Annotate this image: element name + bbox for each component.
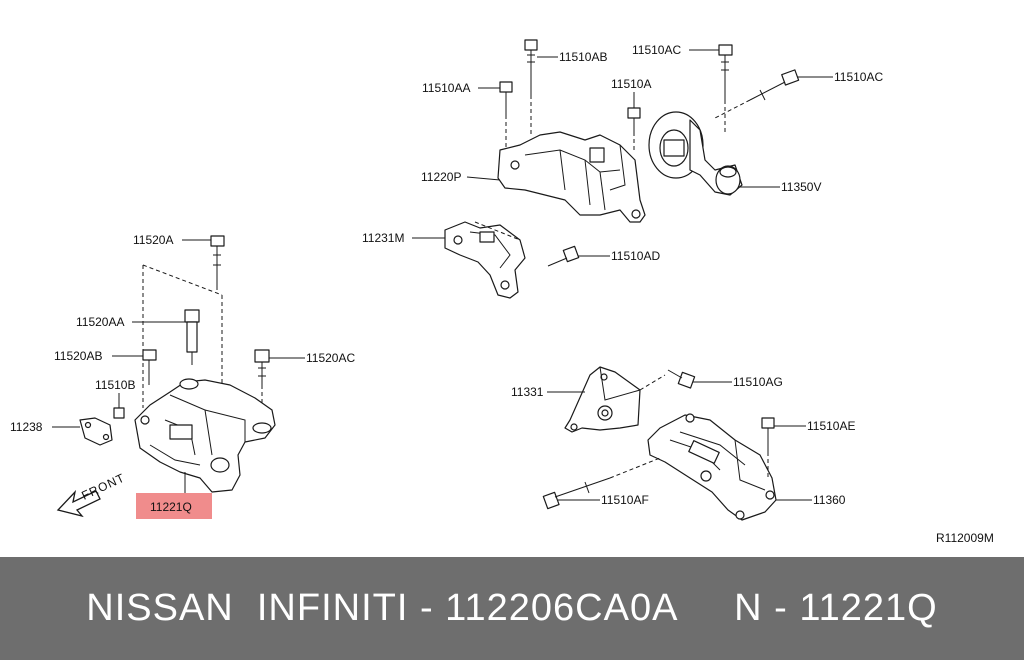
mount-11350V (648, 111, 743, 196)
bolt-11510AA (499, 81, 513, 115)
bolt-11520AB (142, 349, 157, 385)
bolt-11510AC-right (749, 69, 800, 101)
bolt-11520AA (184, 309, 200, 365)
callout-11510AC-right: 11510AC (834, 70, 883, 84)
parts-diagram: 11510AB 11510AC 11510AC 11510AA 11510A 1… (10, 39, 994, 545)
bolt-11510AG (667, 369, 696, 389)
bracket-11238 (79, 417, 113, 446)
diagram-canvas: 11510AB 11510AC 11510AC 11510AA 11510A 1… (10, 39, 994, 545)
callout-11520AA: 11520AA (76, 315, 125, 329)
bolt-11510AF (542, 477, 611, 510)
bolt-11510AB (524, 39, 538, 95)
bracket-11220P (497, 131, 646, 223)
callout-11520AC: 11520AC (306, 351, 355, 365)
callout-11510B: 11510B (95, 378, 135, 392)
callout-11510A: 11510A (611, 77, 651, 91)
bolt-11510AE (761, 417, 775, 452)
callout-11360: 11360 (813, 493, 846, 507)
callout-11510AE: 11510AE (807, 419, 856, 433)
callout-11510AF: 11510AF (601, 493, 649, 507)
callout-11510AA: 11510AA (422, 81, 471, 95)
callout-11331: 11331 (511, 385, 544, 399)
callout-11238: 11238 (10, 420, 43, 434)
callout-11510AD: 11510AD (611, 249, 660, 263)
bolt-11520AC (254, 349, 270, 385)
bolt-11510A (627, 107, 641, 132)
bolt-11510AD (547, 245, 580, 267)
bracket-11360 (647, 413, 777, 521)
callout-11510AC-top: 11510AC (632, 43, 681, 57)
footer-part-number: NISSAN INFINITI - 112206CA0A N - 11221Q (86, 587, 938, 629)
mount-11221Q (134, 378, 276, 493)
bolt-11520A (210, 235, 225, 290)
callout-11221Q: 11221Q (150, 500, 192, 514)
front-arrow-icon (56, 489, 101, 518)
callout-11510AB: 11510AB (559, 50, 608, 64)
bolt-11510AC-top (718, 44, 733, 100)
callout-11520A: 11520A (133, 233, 173, 247)
callout-11220P: 11220P (421, 170, 461, 184)
callout-11520AB: 11520AB (54, 349, 103, 363)
bracket-11231M (444, 221, 526, 299)
callout-11350V: 11350V (781, 180, 821, 194)
callout-11510AG: 11510AG (733, 375, 783, 389)
highlight-box (136, 493, 212, 519)
bolt-11510B (113, 407, 125, 419)
drawing-ref: R112009M (936, 531, 994, 545)
front-label: FRONT (79, 470, 127, 502)
bracket-11331 (564, 366, 641, 433)
footer-bar: NISSAN INFINITI - 112206CA0A N - 11221Q (0, 557, 1024, 660)
callout-11231M: 11231M (362, 231, 404, 245)
